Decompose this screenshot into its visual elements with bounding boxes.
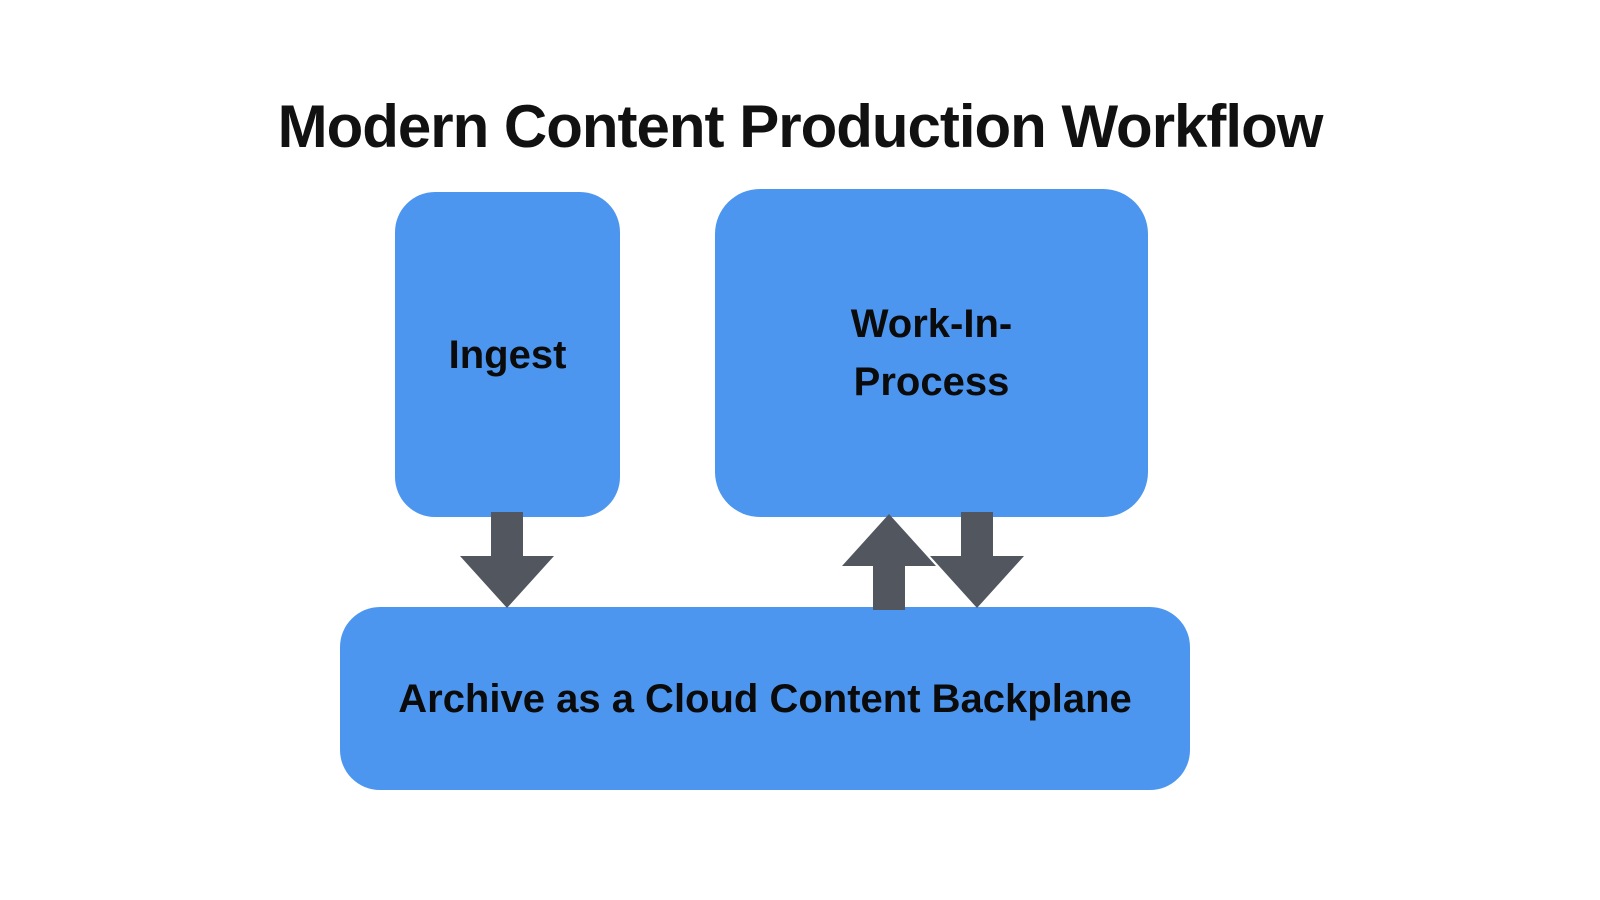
node-work-in-process: Work-In- Process [715, 189, 1148, 517]
node-ingest: Ingest [395, 192, 620, 517]
up-arrow-icon [842, 514, 936, 610]
down-arrow-icon [930, 512, 1024, 608]
node-work-in-process-label: Work-In- Process [850, 302, 1013, 404]
node-archive-backplane-label: Archive as a Cloud Content Backplane [398, 676, 1132, 721]
down-arrow-icon [460, 512, 554, 608]
node-archive-backplane: Archive as a Cloud Content Backplane [340, 607, 1190, 790]
diagram-title: Modern Content Production Workflow [277, 93, 1324, 160]
node-ingest-label: Ingest [448, 332, 567, 377]
